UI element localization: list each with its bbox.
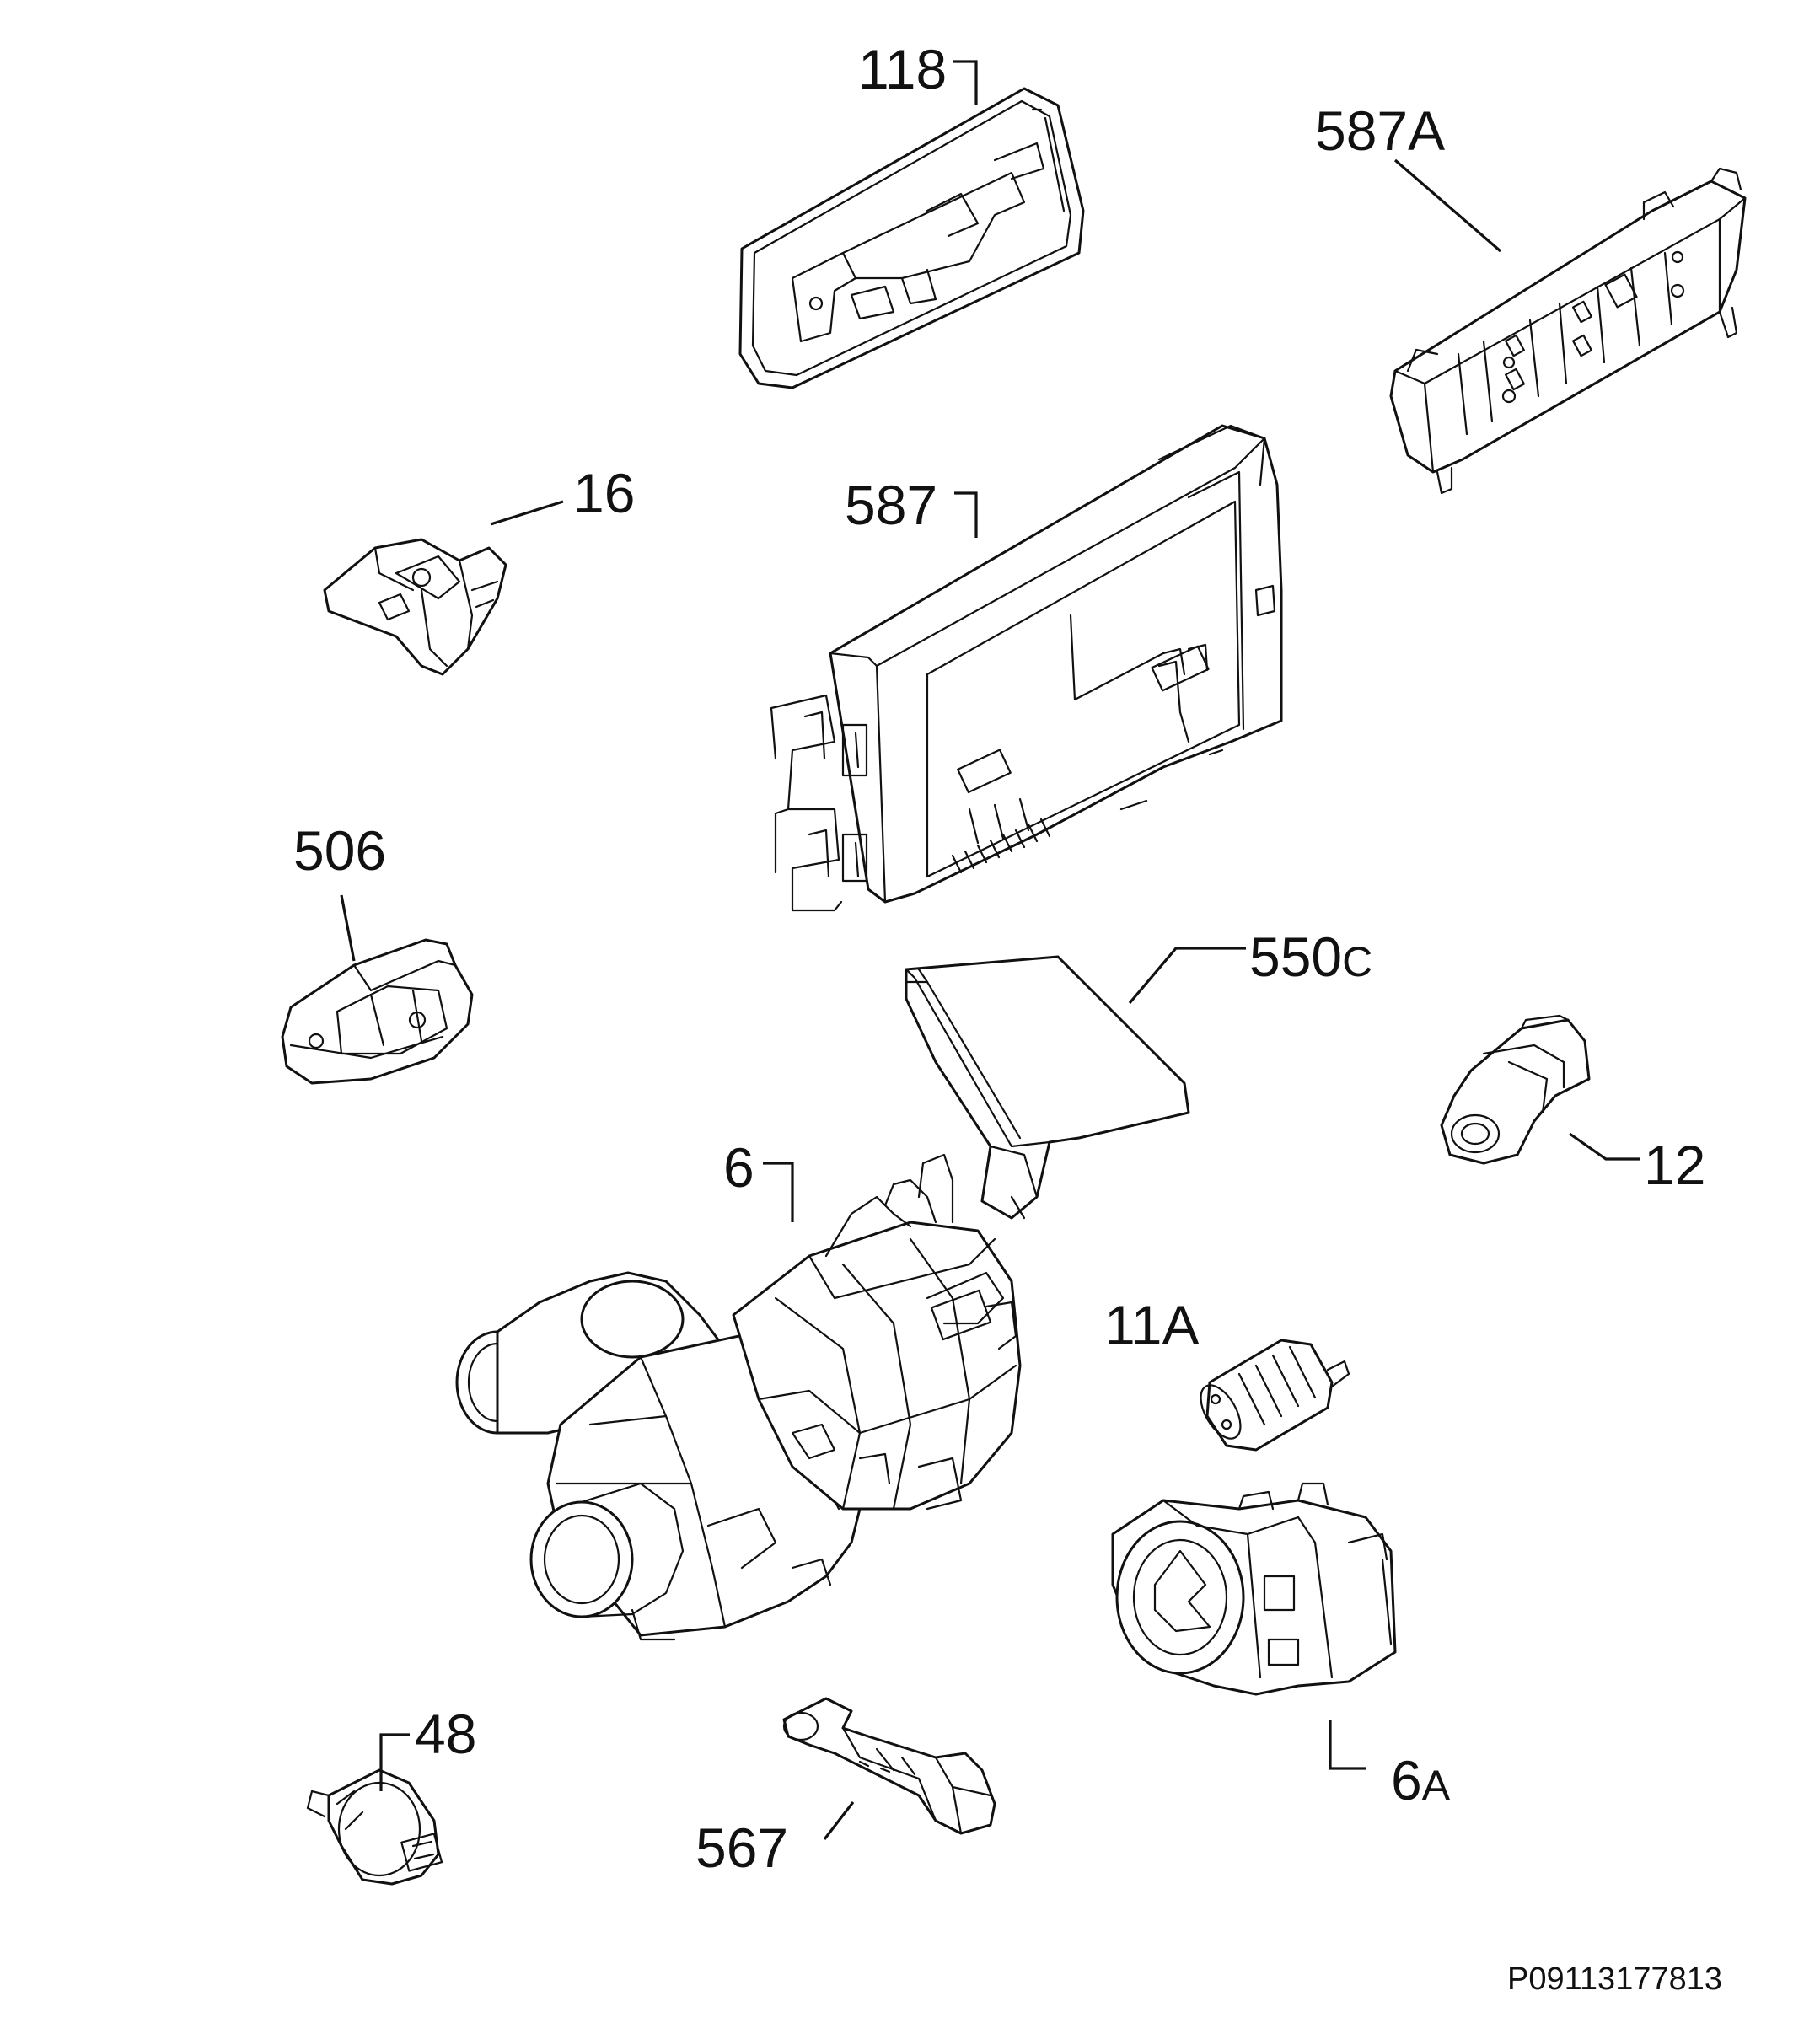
part-550C-callout: 550C — [1128, 926, 1372, 1005]
part-6A-drawing — [1111, 1482, 1397, 1696]
reference-code: P09113177813 — [1507, 1961, 1722, 1997]
part-587-callout: 587 — [845, 474, 978, 538]
part-118-callout: 118 — [858, 38, 978, 105]
part-567-drawing — [782, 1697, 996, 1835]
part-587A-drawing — [1389, 167, 1747, 495]
part-6-drawing — [455, 1153, 1022, 1641]
part-506-callout: 506 — [293, 819, 386, 962]
label-11A: 11A — [1104, 1294, 1200, 1356]
part-16-drawing — [323, 538, 507, 676]
part-587A-callout: 587A — [1315, 99, 1502, 253]
part-118-drawing — [738, 87, 1085, 389]
label-12: 12 — [1644, 1134, 1705, 1196]
part-6-callout: 6 — [723, 1136, 794, 1222]
label-118: 118 — [858, 38, 947, 100]
part-11A-callout: 11A — [1104, 1294, 1200, 1356]
label-6A: 6A — [1391, 1749, 1451, 1811]
label-6: 6 — [723, 1136, 754, 1199]
part-48-callout: 48 — [379, 1703, 476, 1791]
label-550C: 550C — [1249, 926, 1372, 988]
part-48-drawing — [306, 1768, 443, 1886]
label-587A: 587A — [1315, 99, 1445, 162]
label-48: 48 — [415, 1703, 476, 1765]
part-12-drawing — [1440, 1014, 1591, 1165]
part-587-drawing — [770, 424, 1283, 912]
part-12-callout: 12 — [1569, 1132, 1705, 1196]
part-6A-callout: 6A — [1329, 1720, 1451, 1811]
label-567: 567 — [695, 1816, 788, 1879]
label-506: 506 — [293, 819, 386, 882]
part-567-callout: 567 — [695, 1801, 855, 1879]
part-11A-drawing — [1200, 1339, 1350, 1452]
part-16-callout: 16 — [490, 462, 635, 526]
label-16: 16 — [573, 462, 635, 524]
label-587: 587 — [845, 474, 937, 536]
part-506-drawing — [281, 938, 474, 1085]
part-550C-drawing — [905, 955, 1190, 1220]
